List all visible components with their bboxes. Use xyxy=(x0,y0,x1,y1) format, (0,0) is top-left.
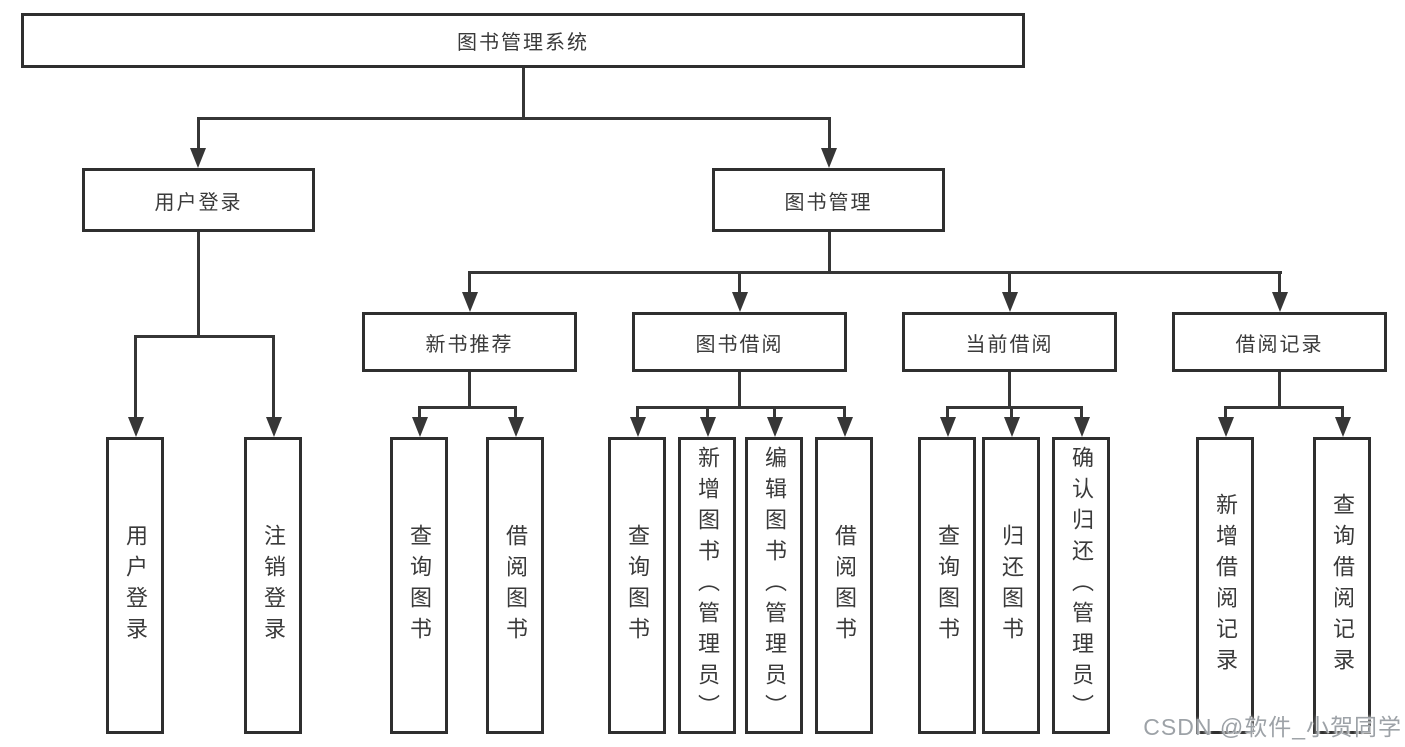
leaf-nb-borrow-books-label: 借阅图书 xyxy=(503,523,528,648)
edge-drop-borrow-records xyxy=(1278,272,1281,294)
leaf-cb-confirm-return-admin-label: 确认归还（管理员） xyxy=(1069,446,1094,725)
leaf-nb-query-books-label: 查询图书 xyxy=(407,523,432,648)
arrow-current-borrowing xyxy=(1002,292,1018,312)
edge-rail-cb xyxy=(945,405,1083,409)
edge-drop-cb-query xyxy=(945,407,949,419)
edge-bb-trunk xyxy=(738,372,741,407)
leaf-bb-edit-books-admin: 编辑图书（管理员） xyxy=(745,437,803,734)
edge-rail-br xyxy=(1223,405,1344,409)
leaf-br-add-record-label: 新增借阅记录 xyxy=(1213,492,1238,679)
edge-br-trunk xyxy=(1278,372,1281,407)
arrow-cb-confirm xyxy=(1074,417,1090,437)
edge-rail-login xyxy=(133,334,275,338)
leaf-cb-return-books-label: 归还图书 xyxy=(999,523,1024,648)
edge-rail-level2 xyxy=(196,116,831,120)
leaf-bb-query-books-label: 查询图书 xyxy=(625,523,650,648)
edge-drop-leaf-user-login xyxy=(133,336,137,420)
edge-rail-nb xyxy=(417,405,517,409)
edge-cb-trunk xyxy=(1008,372,1011,407)
node-borrow-records: 借阅记录 xyxy=(1172,312,1387,372)
leaf-user-login: 用户登录 xyxy=(106,437,164,734)
leaf-br-add-record: 新增借阅记录 xyxy=(1196,437,1254,734)
leaf-bb-borrow-books-label: 借阅图书 xyxy=(832,523,857,648)
leaf-br-query-record: 查询借阅记录 xyxy=(1313,437,1371,734)
edge-drop-cb-return xyxy=(1009,407,1013,419)
edge-drop-bb-edit xyxy=(772,407,776,419)
edge-login-trunk xyxy=(196,232,200,336)
edge-drop-new-books xyxy=(468,272,471,294)
arrow-new-books xyxy=(462,292,478,312)
leaf-cb-confirm-return-admin: 确认归还（管理员） xyxy=(1052,437,1110,734)
arrow-br-query xyxy=(1335,417,1351,437)
node-current-borrowing-label: 当前借阅 xyxy=(965,333,1054,356)
leaf-logout: 注销登录 xyxy=(244,437,302,734)
leaf-cb-query-books: 查询图书 xyxy=(918,437,976,734)
leaf-user-login-label: 用户登录 xyxy=(123,523,148,648)
leaf-cb-query-books-label: 查询图书 xyxy=(935,523,960,648)
node-book-borrowing: 图书借阅 xyxy=(632,312,847,372)
node-book-mgmt: 图书管理 xyxy=(712,168,945,232)
leaf-bb-query-books: 查询图书 xyxy=(608,437,666,734)
node-book-mgmt-label: 图书管理 xyxy=(784,191,873,214)
arrow-borrow-records xyxy=(1272,292,1288,312)
node-book-borrowing-label: 图书借阅 xyxy=(695,333,784,356)
leaf-logout-label: 注销登录 xyxy=(261,523,286,648)
node-new-books: 新书推荐 xyxy=(362,312,577,372)
leaf-nb-borrow-books: 借阅图书 xyxy=(486,437,544,734)
edge-drop-nb-query xyxy=(417,407,421,419)
edge-drop-br-add xyxy=(1223,407,1227,419)
leaf-bb-edit-books-admin-label: 编辑图书（管理员） xyxy=(762,446,787,725)
leaf-bb-borrow-books: 借阅图书 xyxy=(815,437,873,734)
edge-drop-bb-add xyxy=(705,407,709,419)
arrow-br-add xyxy=(1218,417,1234,437)
node-root: 图书管理系统 xyxy=(21,13,1025,68)
arrow-nb-borrow xyxy=(508,417,524,437)
node-user-login-label: 用户登录 xyxy=(154,191,243,214)
arrow-cb-query xyxy=(940,417,956,437)
edge-root-trunk xyxy=(521,68,525,118)
edge-drop-br-query xyxy=(1340,407,1344,419)
leaf-bb-add-books-admin-label: 新增图书（管理员） xyxy=(695,446,720,725)
leaf-br-query-record-label: 查询借阅记录 xyxy=(1330,492,1355,679)
edge-drop-book-borrowing xyxy=(738,272,741,294)
node-current-borrowing: 当前借阅 xyxy=(902,312,1117,372)
leaf-bb-add-books-admin: 新增图书（管理员） xyxy=(678,437,736,734)
arrow-cb-return xyxy=(1004,417,1020,437)
edge-rail-level3 xyxy=(468,270,1282,274)
csdn-watermark: CSDN @软件_小贺同学 xyxy=(1143,714,1402,740)
arrow-leaf-logout xyxy=(266,417,282,437)
arrow-bb-edit xyxy=(767,417,783,437)
arrow-bb-query xyxy=(630,417,646,437)
edge-drop-nb-borrow xyxy=(513,407,517,419)
edge-nb-trunk xyxy=(468,372,471,407)
leaf-nb-query-books: 查询图书 xyxy=(390,437,448,734)
leaf-cb-return-books: 归还图书 xyxy=(982,437,1040,734)
node-new-books-label: 新书推荐 xyxy=(425,333,514,356)
edge-drop-bb-borrow xyxy=(842,407,846,419)
arrow-leaf-user-login xyxy=(128,417,144,437)
arrow-bb-borrow xyxy=(837,417,853,437)
edge-mgmt-trunk xyxy=(827,232,831,272)
arrow-nb-query xyxy=(412,417,428,437)
node-root-label: 图书管理系统 xyxy=(457,32,589,54)
edge-drop-cb-confirm xyxy=(1079,407,1083,419)
edge-drop-current-borrowing xyxy=(1008,272,1011,294)
node-user-login: 用户登录 xyxy=(82,168,315,232)
arrow-user-login xyxy=(190,148,206,168)
edge-drop-user-login xyxy=(196,118,200,150)
edge-drop-bb-query xyxy=(635,407,639,419)
arrow-book-mgmt xyxy=(821,148,837,168)
edge-rail-bb xyxy=(635,405,846,409)
edge-drop-leaf-logout xyxy=(271,336,275,420)
edge-drop-book-mgmt xyxy=(827,118,831,150)
arrow-book-borrowing xyxy=(732,292,748,312)
arrow-bb-add xyxy=(700,417,716,437)
node-borrow-records-label: 借阅记录 xyxy=(1235,333,1324,356)
